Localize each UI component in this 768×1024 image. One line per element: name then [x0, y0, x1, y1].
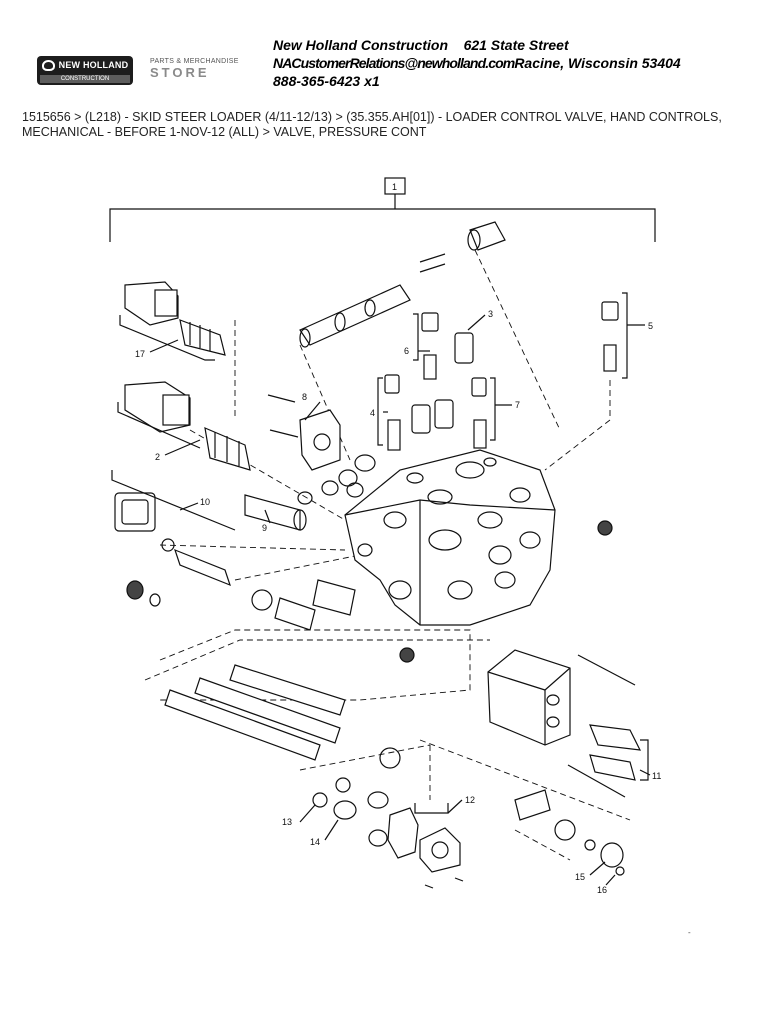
callout-14: 14 — [310, 837, 320, 847]
solenoid-17 — [124, 281, 226, 356]
dealer-contact: New Holland Construction 621 State Stree… — [273, 36, 753, 90]
logo-top: NEW HOLLAND — [37, 56, 133, 74]
valve-9 — [244, 480, 339, 531]
breadcrumb: 1515656 > (L218) - SKID STEER LOADER (4/… — [22, 110, 722, 139]
callout-1: 1 — [392, 182, 397, 192]
dealer-city: Racine, Wisconsin 53404 — [514, 55, 681, 71]
callout-4: 4 — [370, 408, 375, 418]
callout-17: 17 — [135, 349, 145, 359]
new-holland-logo: NEW HOLLAND CONSTRUCTION — [37, 56, 133, 85]
nameplate — [251, 520, 613, 663]
page-mark: - — [688, 928, 691, 937]
callout-8: 8 — [302, 392, 307, 402]
logo-division: CONSTRUCTION — [40, 75, 130, 83]
solenoid-2 — [124, 381, 251, 471]
top-spool — [299, 221, 506, 348]
callout-7: 7 — [515, 400, 520, 410]
store-tagline: PARTS & MERCHANDISE — [150, 58, 239, 65]
bottom-parts — [312, 777, 625, 889]
dealer-phone: 888-365-6423 x1 — [273, 73, 380, 89]
callout-9: 9 — [262, 523, 267, 533]
cartridges — [377, 292, 628, 451]
lower-spools — [164, 664, 401, 769]
callout-11: 11 — [652, 771, 661, 781]
coil-10 — [114, 492, 231, 607]
callout-3: 3 — [488, 309, 493, 319]
dealer-line-1: New Holland Construction 621 State Stree… — [273, 36, 753, 54]
dealer-street: 621 State Street — [463, 37, 569, 53]
parts-store-logo: PARTS & MERCHANDISE STORE — [150, 58, 260, 80]
plate-8 — [267, 394, 376, 498]
valve-body — [344, 449, 556, 626]
block-11 — [487, 649, 642, 798]
callout-12: 12 — [465, 795, 475, 805]
dealer-line-2: NACustomerRelations@newholland.comRacine… — [273, 54, 753, 72]
callout-2: 2 — [155, 452, 160, 462]
callout-16: 16 — [597, 885, 607, 895]
callout-5: 5 — [648, 321, 653, 331]
callout-10: 10 — [200, 497, 210, 507]
callout-6: 6 — [404, 346, 409, 356]
callout-13: 13 — [282, 817, 292, 827]
dealer-name: New Holland Construction — [273, 37, 448, 53]
callout-15: 15 — [575, 872, 585, 882]
logo-brand: NEW HOLLAND — [58, 60, 129, 70]
dealer-email[interactable]: NACustomerRelations@newholland.com — [273, 55, 515, 71]
leaf-icon — [41, 59, 55, 71]
store-name: STORE — [150, 65, 210, 80]
